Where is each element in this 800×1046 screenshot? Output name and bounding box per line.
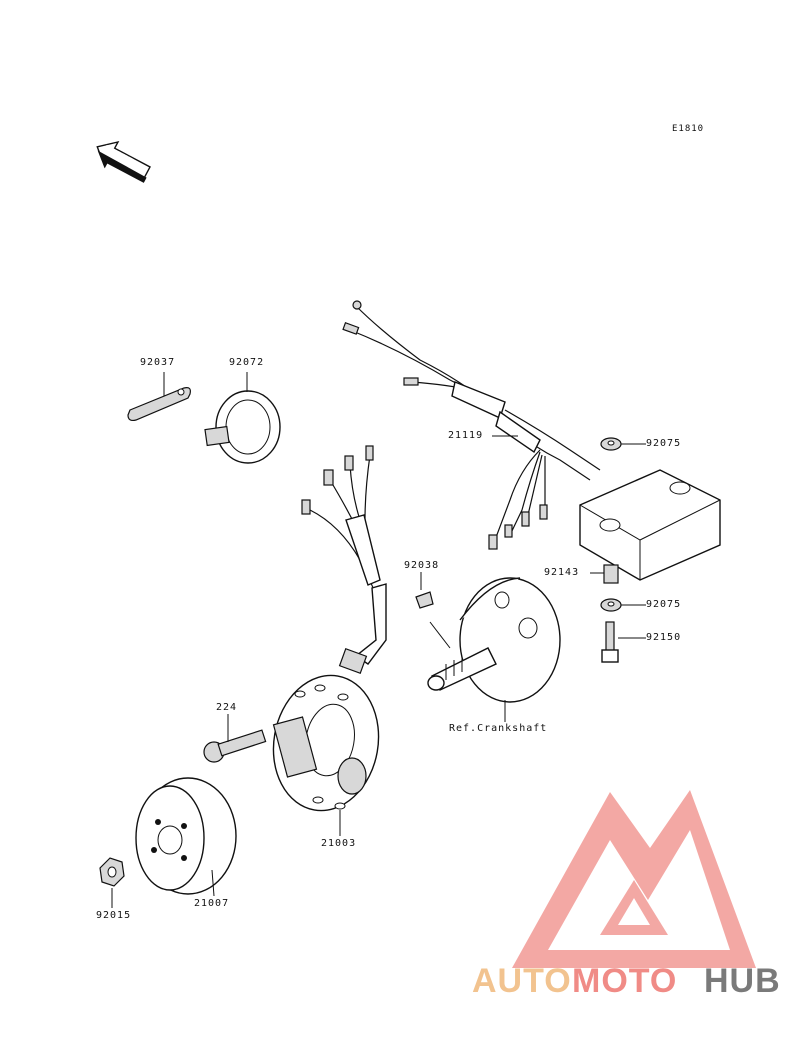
part-21119-harness[interactable] — [342, 300, 601, 550]
crankshaft-ref[interactable] — [427, 577, 561, 722]
front-arrow-icon — [96, 140, 151, 183]
part-92143-collar[interactable] — [590, 564, 619, 584]
watermark-text: AUTO MOTO HUB — [472, 962, 792, 1006]
label-92038[interactable]: 92038 — [404, 560, 440, 571]
watermark-moto: MOTO — [572, 962, 678, 1000]
label-92072[interactable]: 92072 — [229, 357, 265, 368]
part-92038-key[interactable] — [415, 572, 434, 609]
part-92015-nut[interactable] — [99, 857, 125, 908]
label-92075-upper[interactable]: 92075 — [646, 438, 682, 449]
label-92150[interactable]: 92150 — [646, 632, 682, 643]
part-21003-stator[interactable] — [263, 667, 389, 836]
watermark-auto: AUTO — [472, 962, 572, 1000]
part-224-screw[interactable] — [203, 714, 267, 763]
part-92150-bolt[interactable] — [601, 621, 646, 663]
label-92075-lower[interactable]: 92075 — [646, 599, 682, 610]
stator-wiring[interactable] — [301, 445, 387, 674]
label-ref-crankshaft[interactable]: Ref.Crankshaft — [449, 723, 548, 734]
label-21007[interactable]: 21007 — [194, 898, 230, 909]
label-21119[interactable]: 21119 — [448, 430, 484, 441]
label-92143[interactable]: 92143 — [544, 567, 580, 578]
watermark-logo-icon — [512, 790, 756, 968]
label-224[interactable]: 224 — [216, 702, 238, 713]
part-92075-upper-washer[interactable] — [600, 437, 646, 451]
part-21007-rotor[interactable] — [135, 777, 237, 897]
part-92075-lower-washer[interactable] — [600, 598, 646, 612]
watermark-hub: HUB — [704, 962, 781, 1000]
label-21003[interactable]: 21003 — [321, 838, 357, 849]
label-92015[interactable]: 92015 — [96, 910, 132, 921]
diagram-code: E1810 — [672, 124, 705, 134]
part-92037-tag[interactable] — [127, 372, 191, 422]
regulator-box[interactable] — [579, 469, 721, 581]
part-92072-band[interactable] — [204, 372, 281, 464]
label-92037[interactable]: 92037 — [140, 357, 176, 368]
